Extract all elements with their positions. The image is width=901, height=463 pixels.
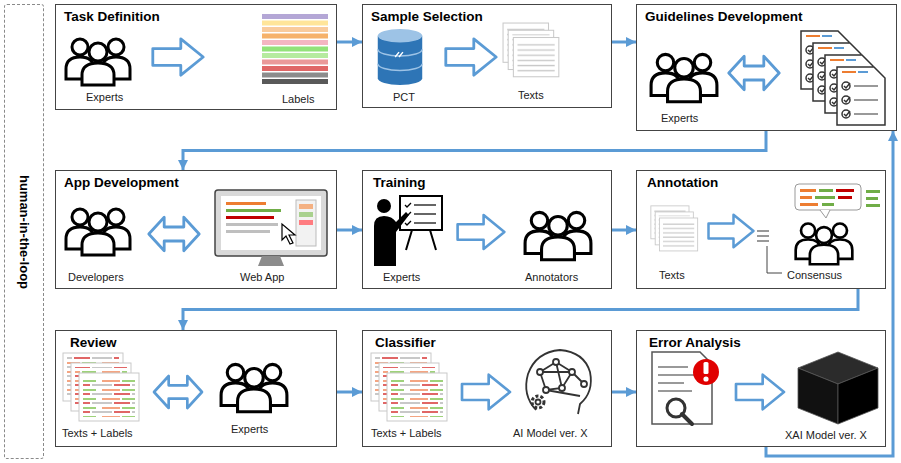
stage-box: Error AnalysisXAI Model ver. X bbox=[636, 330, 886, 447]
flow-arrow bbox=[612, 391, 636, 394]
flow-arrow bbox=[183, 289, 858, 330]
icon-caption: Texts + Labels bbox=[371, 427, 442, 440]
loop-band: human-in-the-loop bbox=[4, 4, 44, 459]
icon-caption: Experts bbox=[86, 91, 123, 104]
stage-box: AnnotationTexts Consensus bbox=[636, 170, 886, 289]
stage-title: Annotation bbox=[647, 175, 718, 191]
flow-arrow bbox=[612, 229, 636, 232]
icon-caption: PCT bbox=[393, 91, 415, 104]
stage-title: Training bbox=[373, 175, 426, 191]
stage-title: App Development bbox=[64, 175, 179, 191]
icon-caption: Annotators bbox=[525, 271, 578, 284]
icon-caption: Experts bbox=[231, 423, 268, 436]
flow-arrow bbox=[337, 229, 362, 232]
flow-arrow bbox=[337, 41, 362, 44]
icon-caption: XAI Model ver. X bbox=[785, 429, 867, 442]
stage-box: ClassifierTexts + Labels AI Model ver. X bbox=[362, 330, 612, 447]
stage-box: Task DefinitionExperts Labels bbox=[55, 4, 337, 110]
stage-box: TrainingExperts Annotators bbox=[362, 170, 612, 289]
icon-caption: Texts bbox=[518, 89, 544, 102]
flow-arrow bbox=[183, 131, 766, 170]
stage-title: Review bbox=[70, 335, 117, 351]
stage-title: Guidelines Development bbox=[645, 9, 803, 25]
flow-arrow bbox=[612, 41, 636, 44]
stage-title: Task Definition bbox=[64, 9, 160, 25]
icon-caption: AI Model ver. X bbox=[513, 427, 588, 440]
icon-caption: Texts bbox=[659, 269, 685, 282]
stage-box: Sample SelectionPCT Texts bbox=[362, 4, 612, 108]
stage-title: Sample Selection bbox=[371, 9, 483, 25]
icon-caption: Experts bbox=[661, 112, 698, 125]
stage-box: Guidelines DevelopmentExperts bbox=[636, 4, 897, 131]
icon-caption: Developers bbox=[68, 271, 124, 284]
icon-caption: Web App bbox=[240, 271, 284, 284]
icon-caption: Labels bbox=[282, 93, 314, 106]
flow-arrow bbox=[337, 391, 362, 394]
stage-title: Error Analysis bbox=[649, 335, 741, 351]
stage-box: ReviewTexts + Labels Experts bbox=[55, 330, 337, 447]
icon-caption: Consensus bbox=[787, 269, 842, 282]
icon-caption: Experts bbox=[383, 271, 420, 284]
stage-box: App DevelopmentDevelopers Web App bbox=[55, 170, 337, 289]
stage-title: Classifier bbox=[375, 335, 436, 351]
icon-caption: Texts + Labels bbox=[62, 427, 133, 440]
side-label: human-in-the-loop bbox=[16, 174, 32, 288]
flow-arrow bbox=[766, 131, 893, 456]
